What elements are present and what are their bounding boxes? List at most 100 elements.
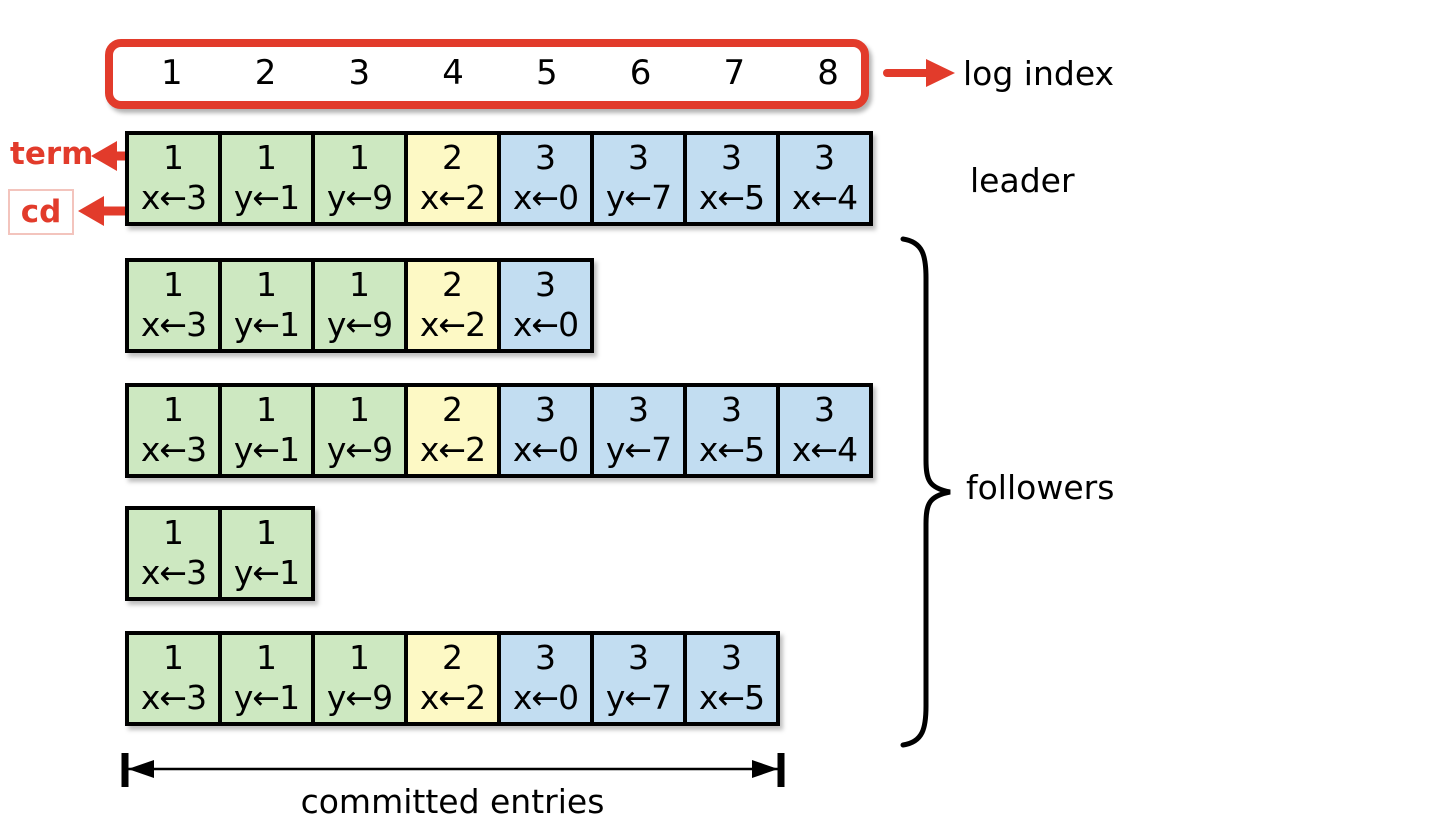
entry-command: y←1 <box>233 177 300 217</box>
cd-label: cd <box>20 194 62 230</box>
log-index-number: 3 <box>348 53 371 93</box>
entry-term: 1 <box>163 137 184 177</box>
log-index-number: 4 <box>442 53 464 93</box>
log-index-number: 8 <box>817 53 839 93</box>
entry-command: y←7 <box>605 677 672 717</box>
entry-command: x←3 <box>140 429 207 469</box>
entry-command: y←7 <box>605 177 672 217</box>
entry-term: 1 <box>349 637 370 677</box>
entry-term: 1 <box>349 264 370 304</box>
log-index-numbers: 1 2 3 4 5 6 7 8 <box>125 52 875 94</box>
entry-command: y←9 <box>326 429 393 469</box>
followers-brace-icon <box>900 236 951 748</box>
entry-term: 1 <box>256 637 277 677</box>
entry-term: 3 <box>535 264 556 304</box>
entry-command: x←3 <box>140 304 207 344</box>
entry-command: x←0 <box>512 304 579 344</box>
log-index-number: 7 <box>723 53 746 93</box>
entry-term: 1 <box>163 389 184 429</box>
entry-command: y←9 <box>326 177 393 217</box>
entry-command: x←3 <box>140 177 207 217</box>
entry-command: y←1 <box>233 304 300 344</box>
entry-command: y←9 <box>326 677 393 717</box>
committed-entries-label: committed entries <box>300 782 605 821</box>
term-label: term <box>10 136 94 172</box>
entry-command: x←0 <box>512 429 579 469</box>
log-index-number: 5 <box>536 53 558 93</box>
log-index-label: log index <box>963 54 1115 93</box>
entry-term: 2 <box>442 137 463 177</box>
log-index-arrow-icon <box>883 59 955 87</box>
entry-command: x←5 <box>698 177 765 217</box>
entry-term: 1 <box>163 264 184 304</box>
entry-term: 1 <box>256 389 277 429</box>
entry-term: 3 <box>814 389 835 429</box>
entry-term: 1 <box>256 264 277 304</box>
entry-term: 3 <box>721 137 742 177</box>
leader-label: leader <box>970 161 1075 200</box>
entry-command: y←1 <box>233 552 300 592</box>
entry-term: 2 <box>442 389 463 429</box>
log-index-number: 2 <box>254 53 277 93</box>
entry-term: 3 <box>535 637 556 677</box>
entry-term: 2 <box>442 637 463 677</box>
entry-command: y←9 <box>326 304 393 344</box>
entry-term: 3 <box>721 389 742 429</box>
entry-term: 3 <box>535 137 556 177</box>
entry-term: 3 <box>721 637 742 677</box>
entry-command: y←7 <box>605 429 672 469</box>
entry-command: x←4 <box>791 177 858 217</box>
entry-term: 1 <box>256 137 277 177</box>
entry-term: 1 <box>256 512 277 552</box>
entry-command: x←2 <box>419 177 486 217</box>
entry-term: 3 <box>535 389 556 429</box>
entry-term: 3 <box>628 389 649 429</box>
log-index-number: 6 <box>629 53 652 93</box>
entry-term: 2 <box>442 264 463 304</box>
log-index-box <box>105 39 869 109</box>
entry-command: x←2 <box>419 304 486 344</box>
entry-term: 3 <box>628 637 649 677</box>
entry-command: x←4 <box>791 429 858 469</box>
entry-command: x←2 <box>419 677 486 717</box>
entry-command: x←3 <box>140 552 207 592</box>
entry-term: 1 <box>163 637 184 677</box>
entry-term: 3 <box>814 137 835 177</box>
log-index-number: 1 <box>161 53 183 93</box>
entry-command: x←3 <box>140 677 207 717</box>
entry-command: x←0 <box>512 177 579 217</box>
entry-command: x←5 <box>698 429 765 469</box>
entry-command: y←1 <box>233 677 300 717</box>
entry-term: 1 <box>349 389 370 429</box>
